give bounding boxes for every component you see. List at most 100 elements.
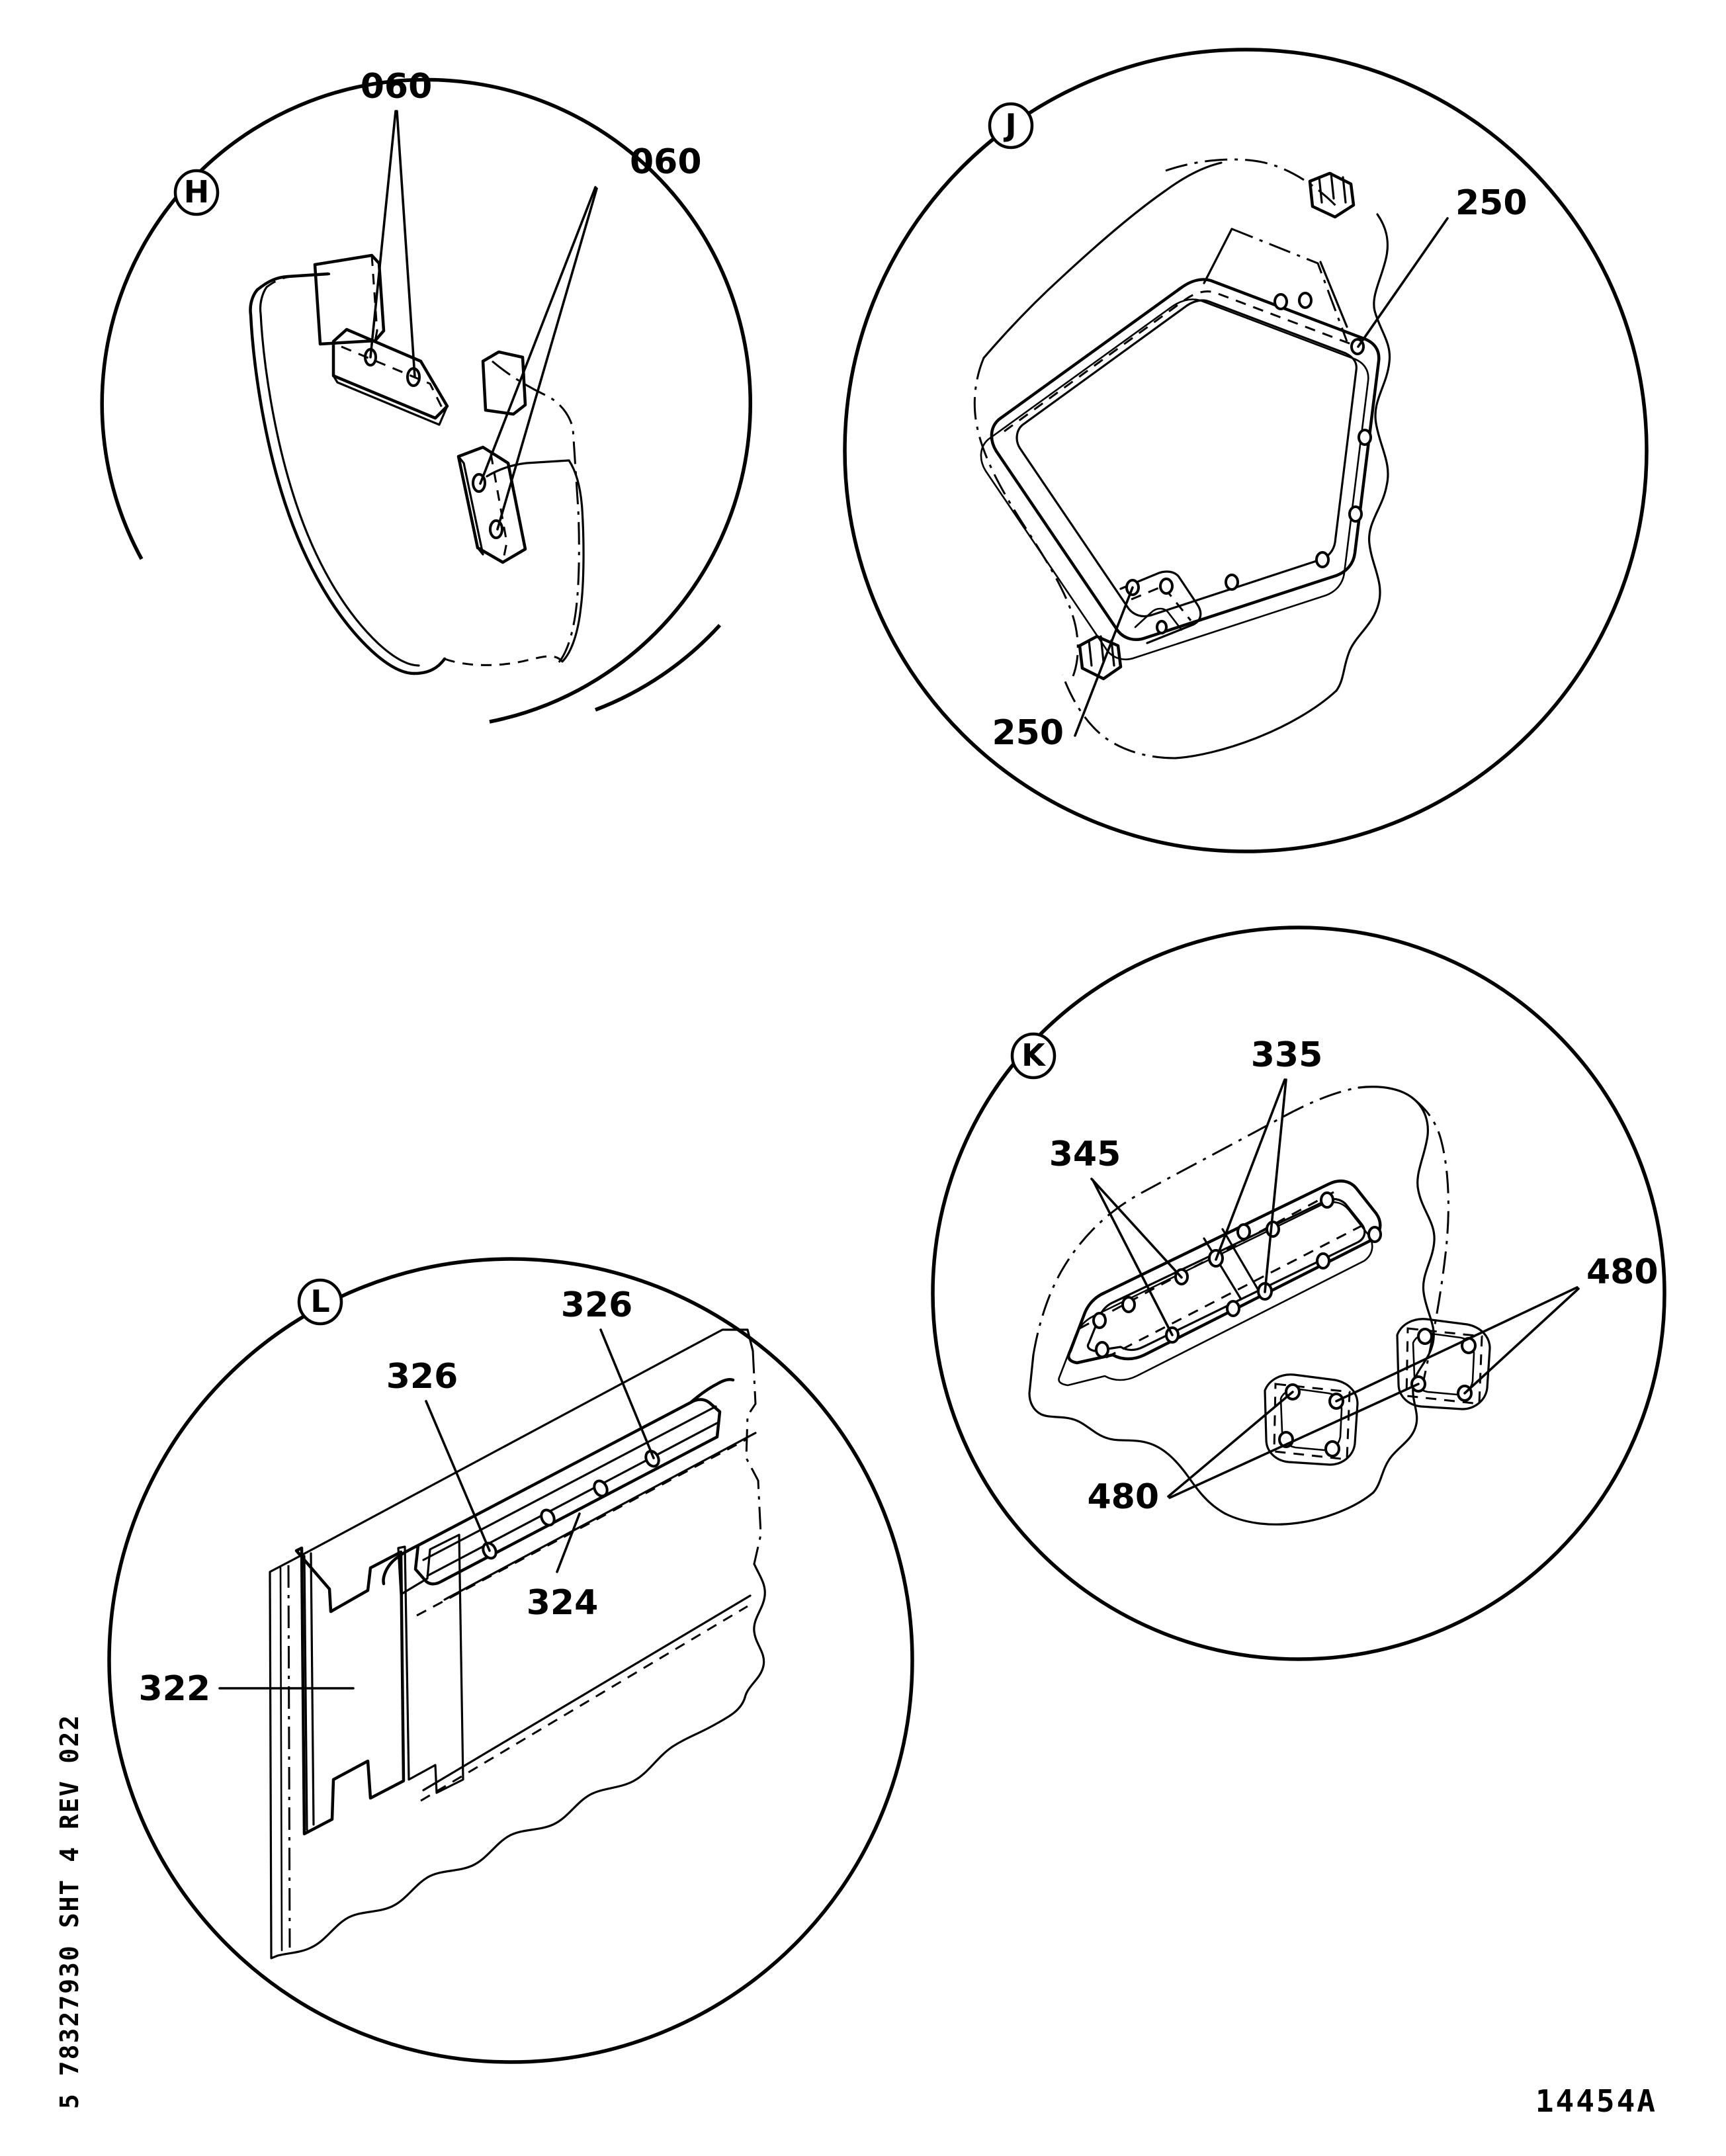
detail-k-circle: [931, 926, 1666, 1661]
l-plate-322: [294, 1546, 406, 1836]
k-leader-345-b: [1092, 1179, 1174, 1336]
h-mating-panel-phantom: [492, 360, 580, 664]
k-gasket-divider-2: [1221, 1228, 1260, 1291]
h-shield-inner-edge: [259, 286, 420, 667]
j-gasket-inner: [1015, 299, 1358, 618]
detail-h-circle-arc2: [595, 624, 722, 712]
j-hole-9: [1273, 293, 1288, 310]
l-callout-324: 324: [527, 1583, 599, 1623]
l-panel-top-edge: [294, 1328, 754, 1560]
l-strip-hole-2: [540, 1508, 556, 1527]
j-mount-ear-inner: [1134, 607, 1183, 631]
detail-j-group: J: [843, 48, 1649, 853]
detail-k-bubble[interactable]: [1010, 1032, 1057, 1080]
k-gasket-outer: [1067, 1179, 1382, 1365]
k-housing-bottom: [1224, 1491, 1375, 1526]
h-callout-060-top: 060: [361, 67, 433, 107]
l-strip-324-inner: [422, 1405, 717, 1561]
j-boss-bottom: [1078, 634, 1123, 681]
j-housing-torn-edge: [982, 161, 1223, 359]
h-callout-060-right: 060: [630, 142, 702, 182]
l-callout-322: 322: [138, 1669, 210, 1709]
detail-j-bubble-label: J: [1003, 107, 1016, 143]
j-hole-2: [1358, 429, 1372, 446]
l-callout-326-top: 326: [561, 1285, 633, 1325]
k-hole-7: [1236, 1223, 1251, 1240]
l-leader-326-top: [599, 1328, 655, 1459]
k-hole-1: [1320, 1191, 1334, 1209]
k-leader-335-a: [1215, 1078, 1286, 1261]
h-flange-tab-left-edge: [314, 263, 322, 345]
l-panel-left-edge: [269, 1557, 296, 1960]
sheet-margin-note: 5 78327930 SHT 4 REV 022: [55, 1714, 84, 2109]
j-leader-250-bottom: [1074, 586, 1134, 737]
k-hole-8: [1367, 1226, 1382, 1243]
k-housing-left-tear: [1040, 1413, 1227, 1515]
k-plug-left-hole-4: [1324, 1440, 1340, 1457]
k-gasket-inner-1: [1086, 1197, 1366, 1352]
detail-l-circle: [107, 1257, 914, 2064]
k-callout-335: 335: [1251, 1035, 1323, 1075]
l-plate-inner: [397, 1533, 464, 1794]
l-panel-left-edge2: [279, 1567, 283, 1952]
detail-k-bubble-label: K: [1021, 1037, 1047, 1073]
j-housing-bottom-phantom: [1061, 674, 1176, 759]
l-panel-right-phantom: [745, 1350, 762, 1565]
h-shield-outline: [249, 288, 416, 675]
h-lower-bracket-depth: [457, 455, 484, 556]
detail-j-bubble[interactable]: [988, 102, 1034, 150]
l-shelf-lower-hidden: [420, 1605, 748, 1802]
l-panel-right-tear: [744, 1563, 766, 1699]
detail-h-circle: [100, 77, 752, 724]
j-housing-left-phantom: [973, 357, 1079, 677]
l-strip-hole-4: [644, 1449, 660, 1468]
h-upper-bracket-depth: [332, 374, 449, 426]
k-leader-480-right-a: [1335, 1286, 1578, 1402]
h-leader-060-right-b: [496, 187, 598, 531]
k-housing-phantom-right: [1414, 1098, 1449, 1381]
detail-k-group: K: [931, 926, 1666, 1661]
detail-l-group: L 326 326: [107, 1257, 914, 2064]
detail-l-bubble[interactable]: [297, 1278, 343, 1326]
k-hole-11: [1226, 1300, 1240, 1317]
k-leader-345-a: [1090, 1178, 1183, 1279]
h-mating-panel-right: [561, 459, 585, 663]
k-leader-480-bottom-a: [1167, 1391, 1294, 1498]
j-housing-torn-right: [1335, 213, 1391, 692]
l-shelf-lower: [422, 1594, 752, 1791]
l-strip-324-inner2: [426, 1421, 720, 1577]
k-housing-outline: [1358, 1086, 1436, 1494]
j-boss-top: [1308, 171, 1356, 219]
detail-l-bubble-label: L: [310, 1283, 329, 1319]
j-gasket-outer: [990, 278, 1381, 641]
l-leader-324: [556, 1512, 581, 1573]
h-shield-top-hidden: [266, 273, 331, 288]
detail-h-group: H 060: [100, 67, 752, 724]
j-flange-phantom: [1231, 228, 1348, 342]
k-callout-480-bottom: 480: [1087, 1477, 1159, 1517]
h-shield-bottom: [412, 657, 447, 675]
j-boss-bottom-lines: [1088, 635, 1115, 667]
l-strip-hook-right: [689, 1378, 735, 1404]
j-housing-bottom-edge: [1174, 689, 1338, 759]
j-hole-5: [1225, 574, 1239, 591]
h-leader-060-top-a: [369, 110, 397, 359]
j-flange-left: [1203, 228, 1233, 284]
j-gasket-offset: [980, 298, 1369, 660]
l-leader-326-mid: [425, 1400, 491, 1552]
k-hole-6: [1092, 1312, 1107, 1329]
l-panel-left-phantom: [287, 1565, 291, 1948]
j-gasket-hidden: [1004, 290, 1362, 433]
h-leader-060-right-a: [479, 186, 597, 485]
k-gasket-divider: [1203, 1237, 1242, 1301]
j-hole-6: [1159, 578, 1174, 595]
k-plug-right-hole-1: [1417, 1328, 1433, 1345]
detail-h-bubble-label: H: [184, 174, 210, 210]
k-hole-5: [1121, 1296, 1136, 1313]
detail-h-bubble[interactable]: [173, 169, 220, 216]
l-strip-hole-3: [593, 1479, 609, 1498]
l-strip-hook-left: [382, 1543, 420, 1586]
j-mount-ear-hidden: [1131, 585, 1192, 621]
k-leader-335-b: [1264, 1078, 1287, 1293]
